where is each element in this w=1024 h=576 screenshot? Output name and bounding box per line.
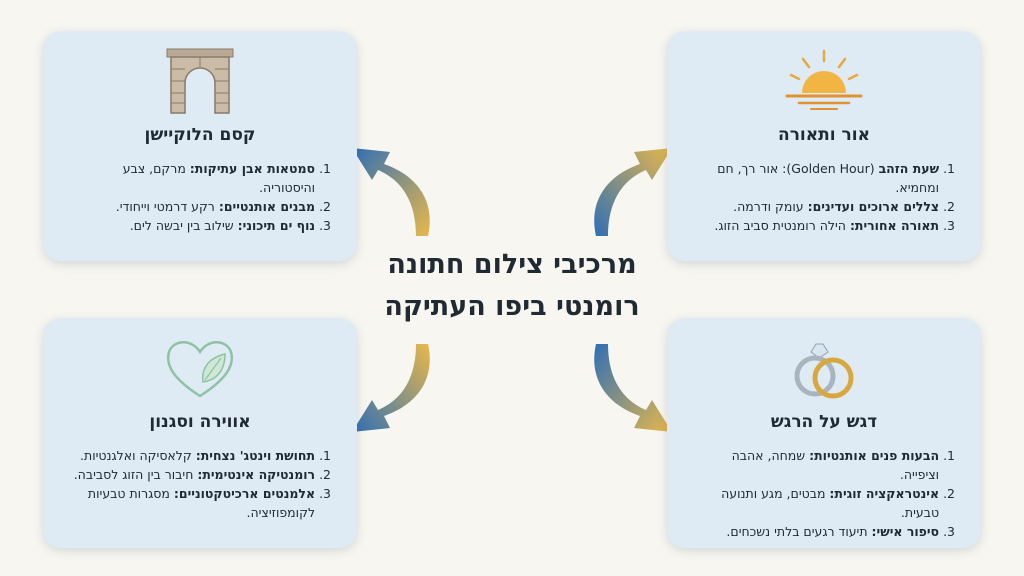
card-title: דגש על הרגש — [770, 412, 878, 432]
list-item: 1.הבעות פנים אותנטיות: שמחה, אהבה וציפיי… — [731, 448, 955, 482]
card-title: אור ותאורה — [778, 125, 870, 145]
card-location: קסם הלוקיישן 1.סמטאות אבן עתיקות: מרקם, … — [43, 31, 357, 261]
sunset-icon — [785, 49, 863, 110]
list-item: 3.סיפור אישי: תיעוד רגעים בלתי נשכחים. — [726, 524, 955, 539]
list-item: 3.אלמנטים ארכיטקטוניים: מסגרות טבעיות לק… — [87, 486, 331, 520]
card-light: אור ותאורה 1.שעת הזהב (Golden Hour): אור… — [667, 31, 981, 261]
list-item: 2.רומנטיקה אינטימית: חיבור בין הזוג לסבי… — [73, 467, 331, 482]
list-item: 1.תחושת וינטג' נצחית: קלאסיקה ואלגנטיות. — [80, 448, 331, 463]
list-item: 3.תאורה אחורית: הילה רומנטית סביב הזוג. — [714, 218, 955, 233]
list-item: 1.סמטאות אבן עתיקות: מרקם, צבע והיסטוריה… — [122, 161, 331, 195]
list-item: 2.צללים ארוכים ועדינים: עומק ודרמה. — [733, 199, 955, 214]
card-emotion: דגש על הרגש 1.הבעות פנים אותנטיות: שמחה,… — [667, 318, 981, 548]
card-title: קסם הלוקיישן — [144, 125, 256, 145]
heart-leaf-icon — [166, 341, 234, 398]
arrow-to-emotion — [594, 344, 672, 432]
arrow-to-location — [352, 148, 430, 236]
center-title: מרכיבי צילום חתונה רומנטי ביפו העתיקה — [350, 244, 674, 328]
list-item: 3.נוף ים תיכוני: שילוב בין יבשה לים. — [129, 218, 331, 233]
center-title-line2: רומנטי ביפו העתיקה — [384, 291, 640, 322]
list-item: 1.שעת הזהב (Golden Hour): אור רך, חם ומח… — [717, 161, 955, 195]
arrow-to-light — [594, 148, 672, 236]
card-item-list: 1.תחושת וינטג' נצחית: קלאסיקה ואלגנטיות.… — [65, 446, 331, 522]
card-item-list: 1.סמטאות אבן עתיקות: מרקם, צבע והיסטוריה… — [65, 159, 331, 235]
card-atmosphere: אווירה וסגנון 1.תחושת וינטג' נצחית: קלאס… — [43, 318, 357, 548]
wedding-rings-icon — [794, 343, 854, 399]
stone-arch-icon — [166, 48, 234, 114]
arrow-to-atmosphere — [352, 344, 430, 432]
card-item-list: 1.הבעות פנים אותנטיות: שמחה, אהבה וציפיי… — [689, 446, 955, 541]
card-title: אווירה וסגנון — [149, 412, 251, 432]
list-item: 2.מבנים אותנטיים: רקע דרמטי וייחודי. — [115, 199, 331, 214]
card-item-list: 1.שעת הזהב (Golden Hour): אור רך, חם ומח… — [689, 159, 955, 235]
list-item: 2.אינטראקציה זוגית: מבטים, מגע ותנועה טב… — [721, 486, 955, 520]
center-title-line1: מרכיבי צילום חתונה — [387, 249, 637, 280]
